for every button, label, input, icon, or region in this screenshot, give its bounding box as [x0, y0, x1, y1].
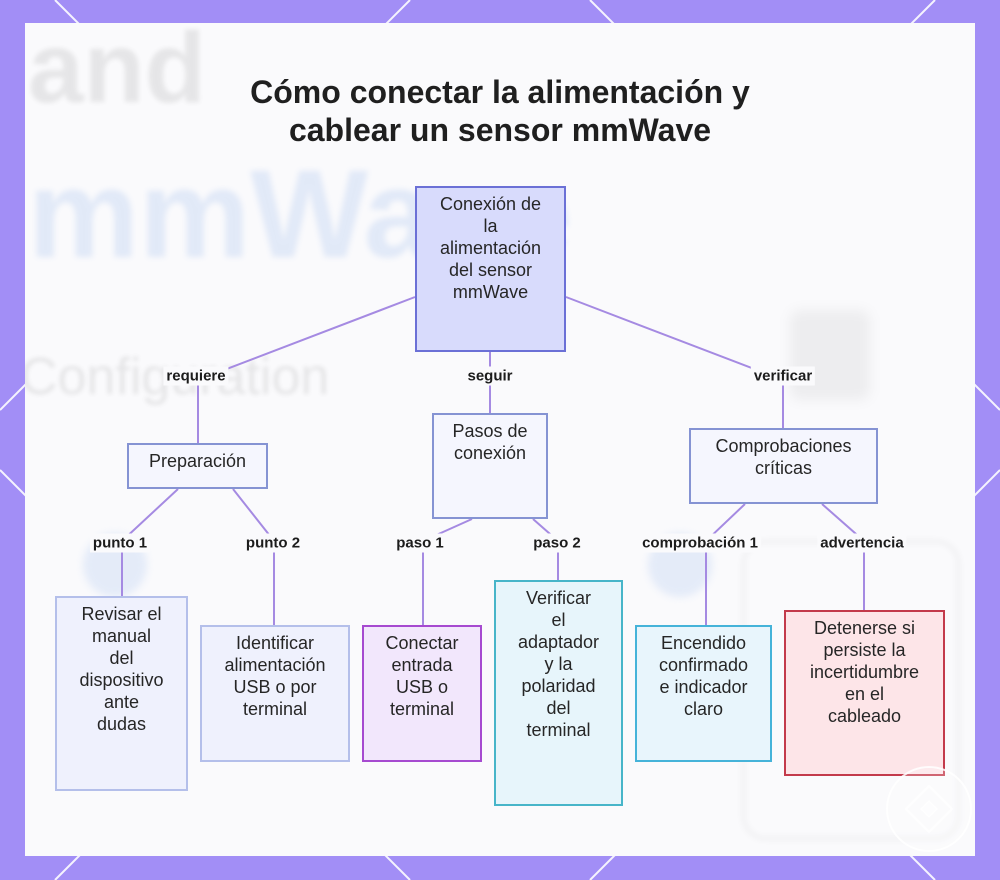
node-text-line: críticas — [754, 458, 812, 478]
title-line: Cómo conectar la alimentación y — [250, 74, 750, 110]
node-text-line: Preparación — [148, 451, 247, 471]
node-text-line: claro — [683, 699, 723, 719]
node-text-line: Conectar — [385, 633, 459, 653]
node-text-line: manual — [91, 626, 152, 646]
edge-label: verificar — [750, 366, 816, 386]
node-text-line: terminal — [526, 720, 591, 740]
edge-preparacion-to-identificar — [232, 488, 275, 625]
node-text-line: dispositivo — [79, 670, 164, 690]
watermark-logo-icon — [886, 766, 972, 852]
node-text-line: USB o por — [233, 677, 317, 697]
node-text-line: Pasos de — [452, 421, 528, 441]
edge-label: comprobación 1 — [639, 533, 761, 553]
edge-label: advertencia — [817, 533, 907, 553]
node-text-line: polaridad — [521, 676, 596, 696]
node-text-line: Identificar — [235, 633, 315, 653]
node-text-line: dudas — [96, 714, 147, 734]
node-text-line: entrada — [391, 655, 453, 675]
node-text-line: terminal — [389, 699, 455, 719]
node-preparacion: Preparación — [127, 443, 268, 489]
node-text-line: ante — [103, 692, 140, 712]
node-comprobaciones-criticas: Comprobaciones críticas — [689, 428, 878, 504]
node-root-conexion: Conexión de la alimentación del sensor m… — [415, 186, 566, 352]
node-text-line: en el — [844, 684, 885, 704]
edge-comprobaciones-to-detenerse — [821, 503, 865, 610]
node-text-line: mmWave — [452, 282, 529, 302]
node-text-line: alimentación — [224, 655, 326, 675]
node-text-line: alimentación — [439, 238, 542, 258]
node-text-line: USB o — [395, 677, 449, 697]
edge-label: seguir — [464, 366, 516, 386]
edge-label: punto 1 — [89, 533, 151, 553]
node-text-line: Conexión de — [439, 194, 542, 214]
node-text-line: Revisar el — [81, 604, 162, 624]
node-text-line: la — [483, 216, 498, 236]
node-text-line: terminal — [242, 699, 308, 719]
edge-label: paso 1 — [393, 533, 447, 553]
title-line: cablear un sensor mmWave — [288, 112, 712, 148]
edge-label: punto 2 — [242, 533, 304, 553]
edge-label: paso 2 — [530, 533, 584, 553]
node-pasos-de-conexion: Pasos de conexión — [432, 413, 548, 519]
background-word: and — [28, 23, 206, 124]
node-encendido-confirmado: Encendido confirmado e indicador claro — [635, 625, 772, 762]
node-text-line: del — [109, 648, 134, 668]
edge-label: requiere — [163, 366, 229, 386]
edge-comprobaciones-to-encendido — [705, 503, 746, 625]
node-text-line: Encendido — [660, 633, 747, 653]
node-text-line: e indicador — [659, 677, 748, 697]
node-text-line: del sensor — [448, 260, 533, 280]
node-text-line: persiste la — [823, 640, 906, 660]
diagram-title: Cómo conectar la alimentación y cablear … — [0, 73, 1000, 149]
node-revisar-manual: Revisar el manual del dispositivo ante d… — [55, 596, 188, 791]
node-text-line: incertidumbre — [809, 662, 920, 682]
node-conectar-entrada: Conectar entrada USB o terminal — [362, 625, 482, 762]
node-text-line: el — [551, 610, 566, 630]
node-detenerse-advertencia: Detenerse si persiste la incertidumbre e… — [784, 610, 945, 776]
node-text-line: Verificar — [525, 588, 592, 608]
node-text-line: cableado — [827, 706, 902, 726]
edge-root-to-comprobaciones — [565, 296, 784, 428]
node-identificar-alimentacion: Identificar alimentación USB o por termi… — [200, 625, 350, 762]
node-text-line: conexión — [453, 443, 527, 463]
edge-root-to-preparacion — [197, 296, 416, 443]
node-text-line: y la — [544, 654, 573, 674]
node-text-line: Comprobaciones — [715, 436, 852, 456]
node-text-line: Detenerse si — [813, 618, 916, 638]
node-text-line: del — [546, 698, 571, 718]
node-text-line: adaptador — [517, 632, 600, 652]
node-text-line: confirmado — [658, 655, 749, 675]
node-verificar-adaptador: Verificar el adaptador y la polaridad de… — [494, 580, 623, 806]
